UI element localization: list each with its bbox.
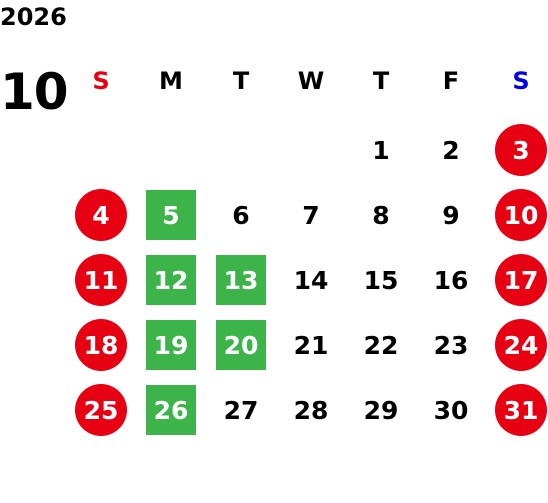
day-cell[interactable]: 14 [293, 265, 329, 295]
day-cell[interactable]: 6 [232, 200, 250, 230]
day-cell-event[interactable]: 12 [146, 255, 196, 305]
day-cell-holiday[interactable]: 3 [495, 124, 547, 176]
calendar-year: 2026 [0, 3, 67, 31]
day-cell[interactable]: 29 [363, 395, 399, 425]
day-cell[interactable]: 7 [302, 200, 320, 230]
day-cell-event[interactable]: 13 [216, 255, 266, 305]
weekday-label: S [92, 67, 110, 95]
day-cell[interactable]: 1 [372, 135, 390, 165]
day-cell[interactable]: 15 [363, 265, 399, 295]
day-cell[interactable]: 28 [293, 395, 329, 425]
weekday-label: T [372, 67, 390, 95]
weekday-label: T [232, 67, 250, 95]
day-cell[interactable]: 30 [433, 395, 469, 425]
calendar-month: 10 [0, 63, 69, 121]
day-cell[interactable]: 8 [372, 200, 390, 230]
day-cell-holiday[interactable]: 31 [495, 384, 547, 436]
day-cell[interactable]: 2 [442, 135, 460, 165]
day-cell-event[interactable]: 19 [146, 320, 196, 370]
weekday-label: S [512, 67, 530, 95]
weekday-label: W [297, 67, 325, 95]
day-cell-holiday[interactable]: 18 [75, 319, 127, 371]
day-cell-event[interactable]: 20 [216, 320, 266, 370]
day-cell[interactable]: 22 [363, 330, 399, 360]
day-cell[interactable]: 27 [223, 395, 259, 425]
day-cell-holiday[interactable]: 10 [495, 189, 547, 241]
day-cell-event[interactable]: 26 [146, 385, 196, 435]
day-cell-holiday[interactable]: 25 [75, 384, 127, 436]
weekday-label: F [442, 67, 460, 95]
day-cell[interactable]: 23 [433, 330, 469, 360]
day-cell-holiday[interactable]: 11 [75, 254, 127, 306]
day-cell[interactable]: 16 [433, 265, 469, 295]
day-cell[interactable]: 9 [442, 200, 460, 230]
weekday-label: M [159, 67, 183, 95]
day-cell-event[interactable]: 5 [146, 190, 196, 240]
day-cell-holiday[interactable]: 4 [75, 189, 127, 241]
day-cell-holiday[interactable]: 24 [495, 319, 547, 371]
day-cell[interactable]: 21 [293, 330, 329, 360]
day-cell-holiday[interactable]: 17 [495, 254, 547, 306]
